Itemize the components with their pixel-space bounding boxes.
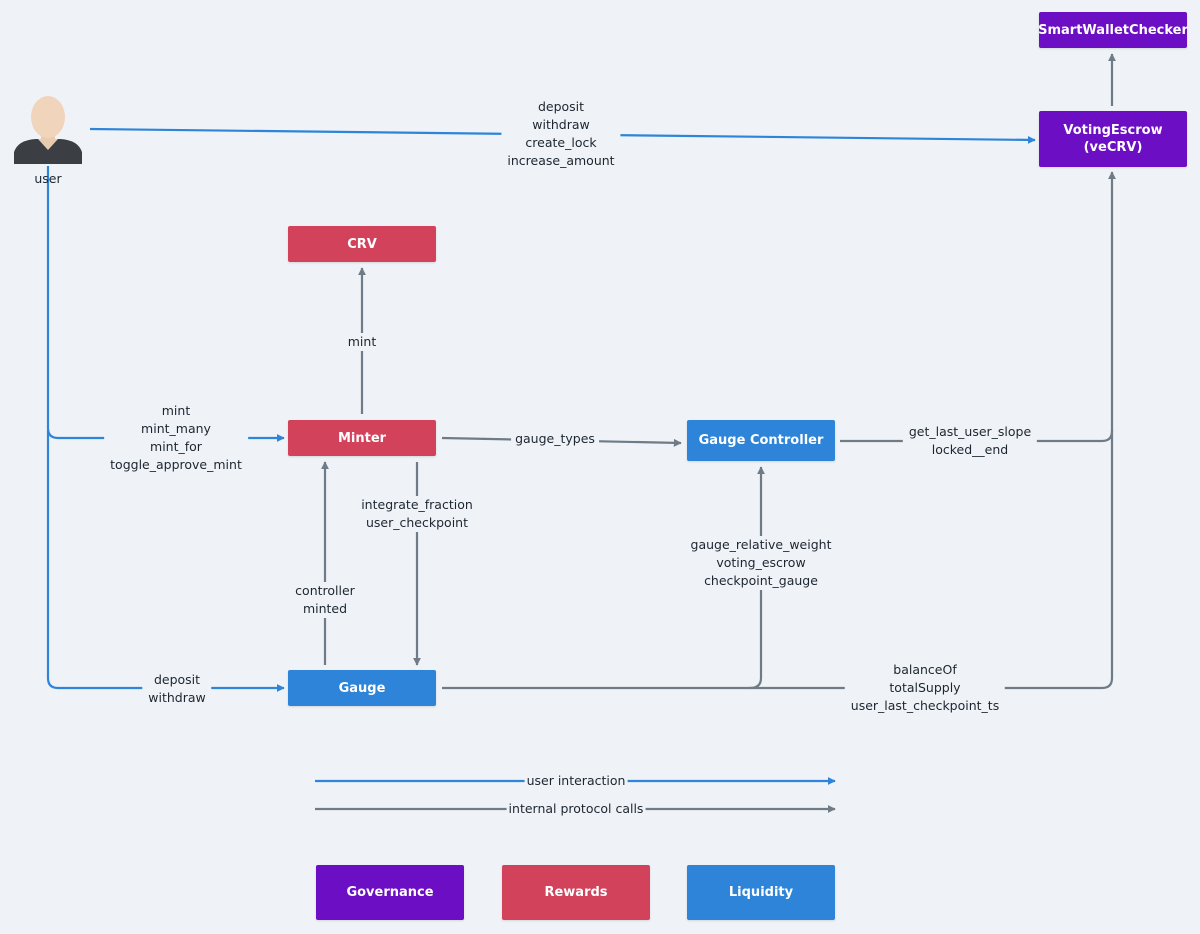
- edge-label-gauge-to-voting-escrow: balanceOf totalSupply user_last_checkpoi…: [844, 661, 1006, 715]
- edge-label-line: withdraw: [148, 690, 206, 705]
- gauge-node[interactable]: Gauge: [288, 670, 436, 706]
- edge-user-to-minter: [46, 166, 285, 442]
- crv-label: CRV: [347, 236, 377, 252]
- edge-label-gauge-to-gauge-controller: gauge_relative_weight voting_escrow chec…: [686, 536, 836, 590]
- voting-escrow-sublabel: (veCRV): [1083, 140, 1143, 155]
- edge-label-line: locked__end: [931, 442, 1009, 457]
- user-avatar-icon: [14, 96, 82, 164]
- edge-label-user-to-minter: mint mint_many mint_for toggle_approve_m…: [104, 402, 248, 474]
- edge-label-line: user_checkpoint: [366, 515, 468, 530]
- edge-label-line: withdraw: [532, 117, 590, 132]
- edge-label-line: balanceOf: [893, 662, 957, 677]
- edge-label-minter-to-crv: mint: [343, 333, 381, 351]
- legend-governance-label: Governance: [346, 885, 434, 900]
- minter-label: Minter: [337, 430, 387, 446]
- legend-internal-calls-label: internal protocol calls: [506, 800, 646, 818]
- edge-label-line: totalSupply: [889, 680, 961, 695]
- legend-governance-box: Governance: [316, 865, 464, 920]
- edge-user-to-gauge: [46, 430, 285, 692]
- legend-user-interaction-label: user interaction: [524, 772, 628, 790]
- edge-label-line: create_lock: [525, 135, 597, 150]
- edge-label-gauge-to-minter: controller minted: [291, 582, 359, 618]
- edge-label-line: deposit: [153, 672, 201, 687]
- legend-rewards-label: Rewards: [544, 885, 608, 900]
- edge-label-line: mint_many: [141, 421, 211, 436]
- edge-label-minter-to-gauge-controller: gauge_types: [511, 430, 599, 448]
- edge-label-line: voting_escrow: [716, 555, 806, 570]
- edge-label-user-to-gauge: deposit withdraw: [142, 671, 212, 707]
- edge-label-minter-to-gauge: integrate_fraction user_checkpoint: [357, 496, 477, 532]
- edge-label-line: checkpoint_gauge: [704, 573, 818, 588]
- edge-label-line: integrate_fraction: [361, 497, 473, 512]
- edge-gauge-to-voting-escrow: [442, 430, 1114, 690]
- edge-label-line: get_last_user_slope: [908, 424, 1032, 439]
- legend-rewards-box: Rewards: [502, 865, 650, 920]
- edge-label-line: deposit: [537, 99, 585, 114]
- edge-gauge-to-gauge-controller: [749, 466, 765, 690]
- voting-escrow-node[interactable]: VotingEscrow (veCRV): [1039, 111, 1187, 167]
- smart-wallet-checker-label: SmartWalletChecker: [1038, 22, 1188, 38]
- gauge-label: Gauge: [338, 680, 386, 696]
- gauge-controller-node[interactable]: Gauge Controller: [687, 420, 835, 461]
- edge-label-line: controller: [295, 583, 355, 598]
- crv-node[interactable]: CRV: [288, 226, 436, 262]
- user-label: user: [34, 171, 62, 186]
- edge-label-line: minted: [302, 601, 348, 616]
- voting-escrow-label: VotingEscrow: [1063, 123, 1163, 138]
- edge-label-gauge-controller-to-voting-escrow: get_last_user_slope locked__end: [902, 423, 1038, 459]
- edge-gauge-controller-to-voting-escrow: [840, 171, 1116, 443]
- edge-label-line: mint: [161, 403, 191, 418]
- edge-label-line: gauge_relative_weight: [690, 537, 832, 552]
- legend-liquidity-box: Liquidity: [687, 865, 835, 920]
- legend-liquidity-label: Liquidity: [728, 885, 794, 900]
- minter-node[interactable]: Minter: [288, 420, 436, 456]
- edge-label-line: user_last_checkpoint_ts: [850, 698, 1000, 713]
- edge-label-line: toggle_approve_mint: [110, 457, 242, 472]
- edge-label-line: gauge_types: [515, 431, 595, 446]
- edge-label-line: mint: [347, 334, 377, 349]
- edge-label-user-to-voting-escrow: deposit withdraw create_lock increase_am…: [501, 98, 621, 170]
- edge-label-line: increase_amount: [507, 153, 615, 168]
- gauge-controller-label: Gauge Controller: [698, 433, 824, 448]
- smart-wallet-checker-node[interactable]: SmartWalletChecker: [1038, 12, 1188, 48]
- edge-label-line: mint_for: [150, 439, 202, 454]
